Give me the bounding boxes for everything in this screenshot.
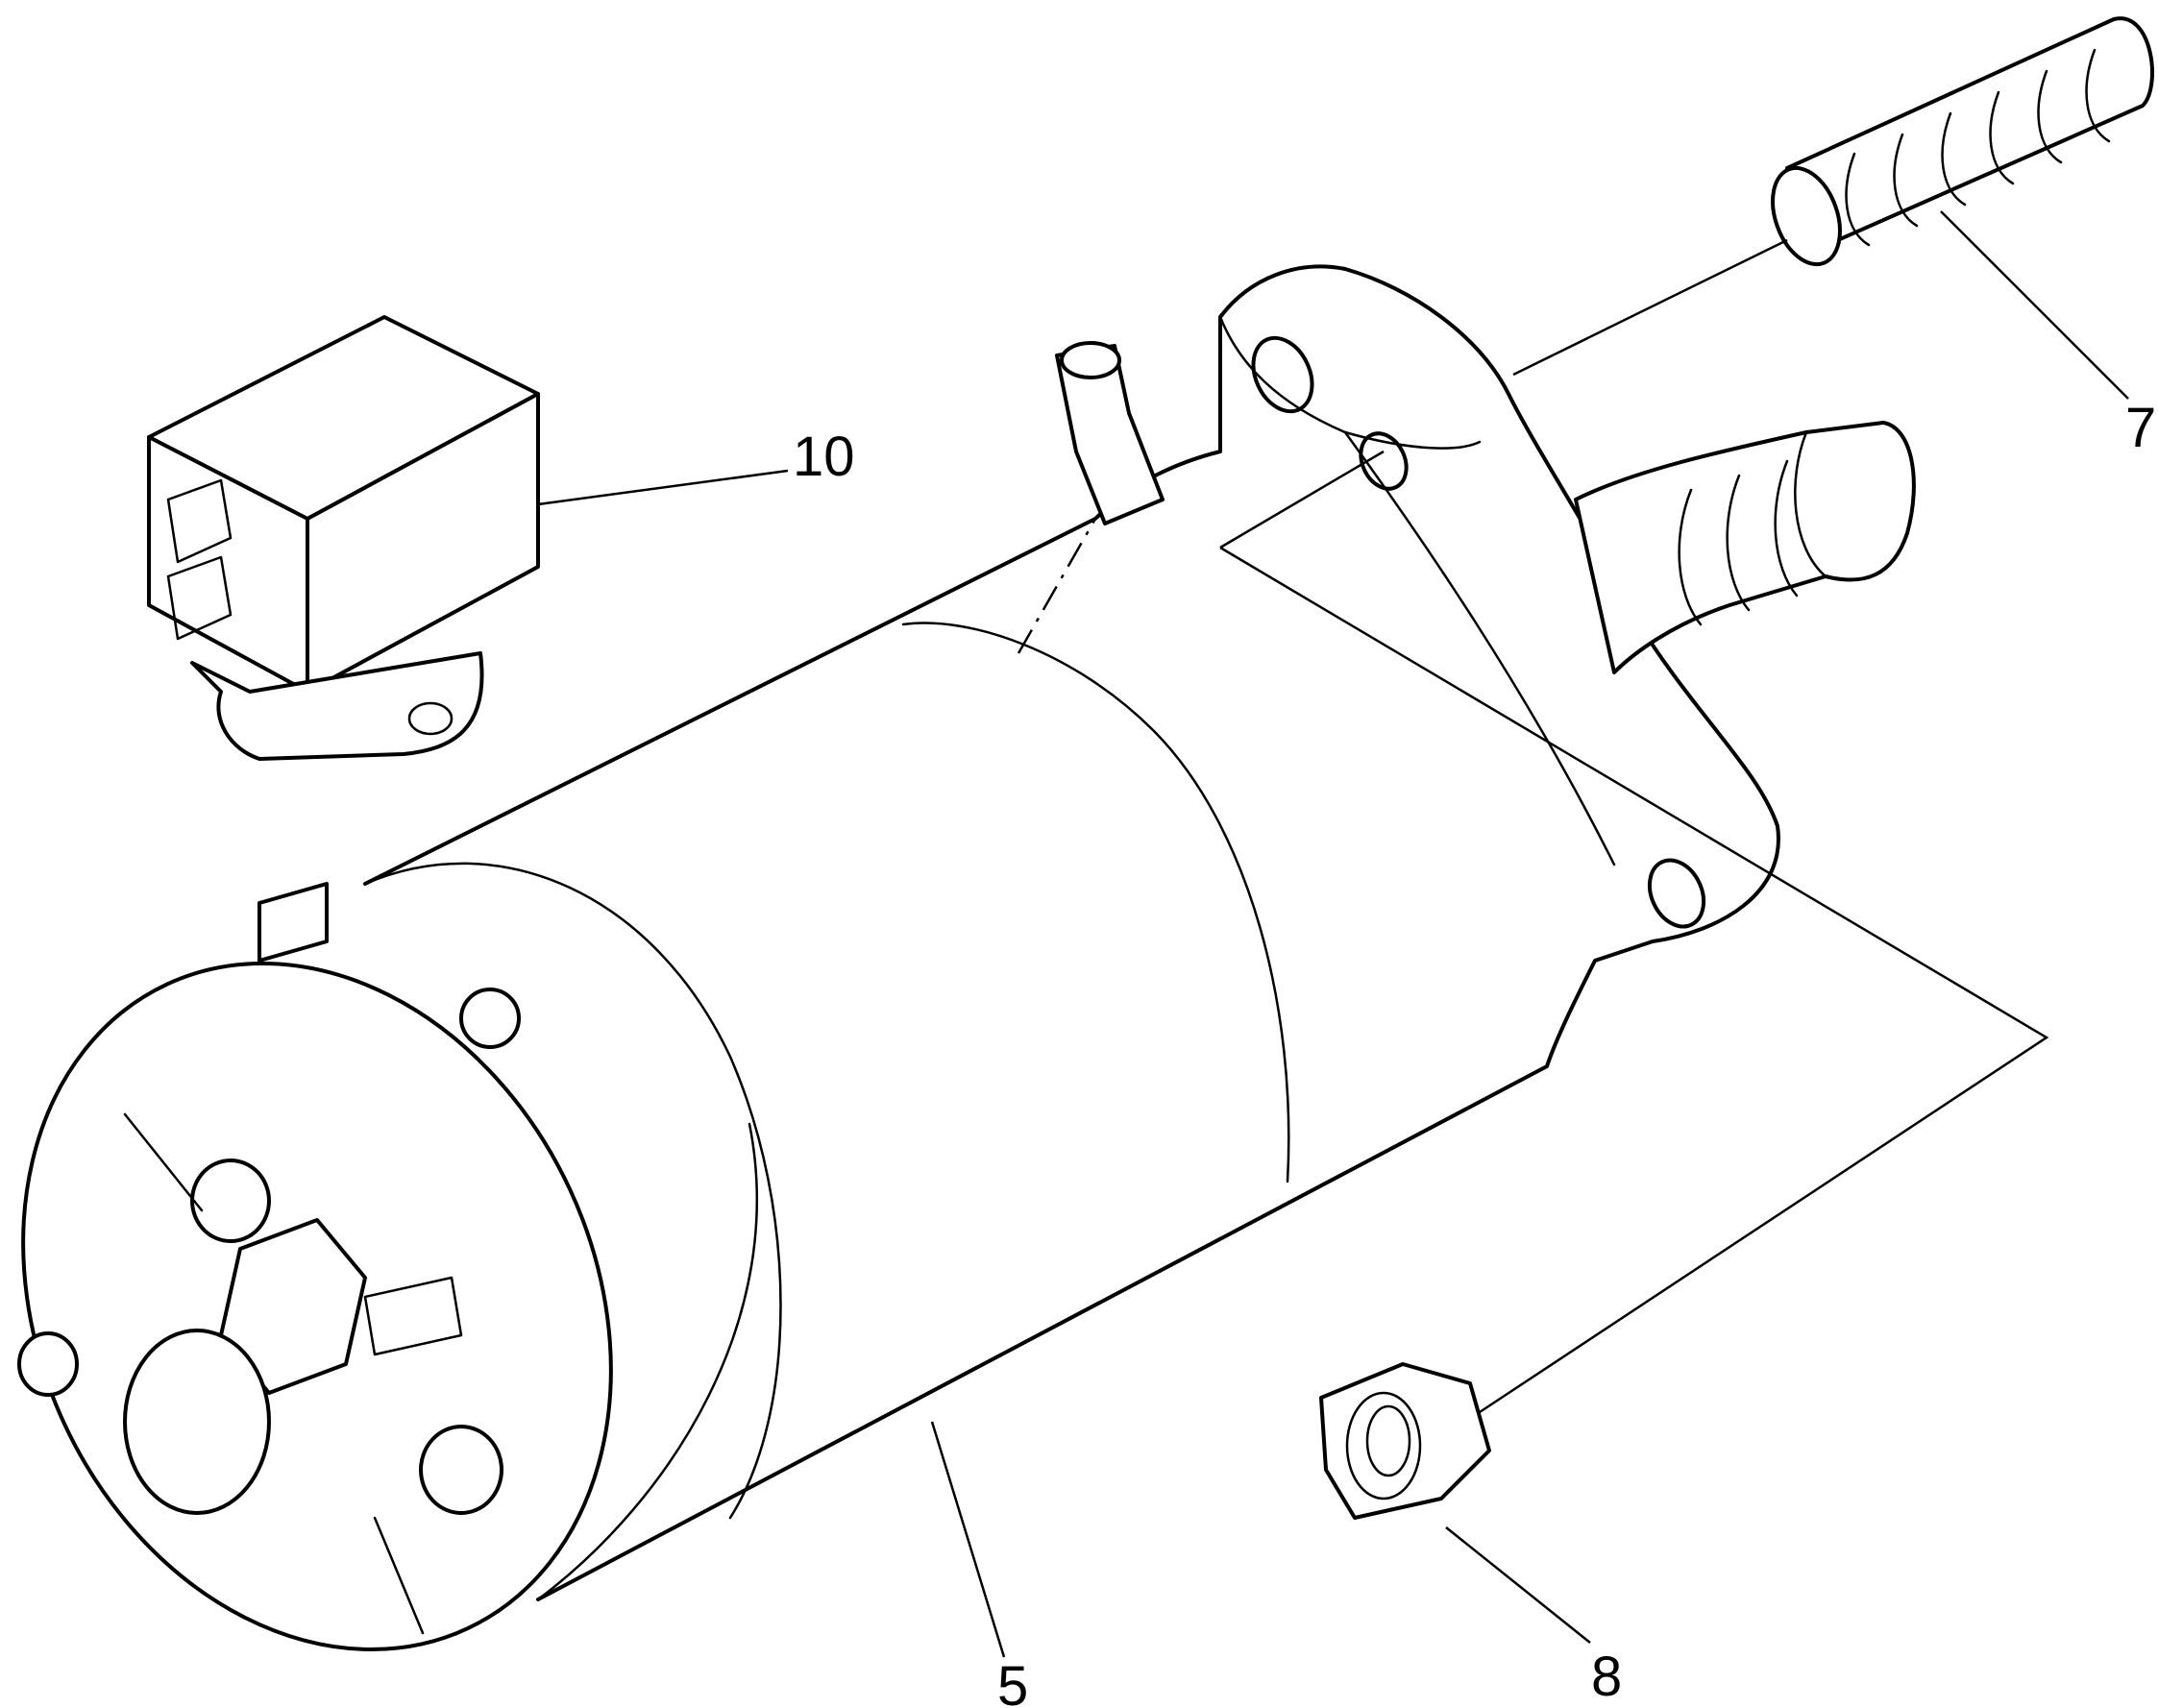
starter-motor bbox=[17, 264, 1916, 1652]
callout-starter-motor: 5 bbox=[997, 1655, 1028, 1708]
callout-stud: 7 bbox=[2125, 397, 2156, 459]
stud bbox=[1771, 16, 2154, 267]
nut bbox=[1319, 1362, 1491, 1520]
callout-leaders bbox=[537, 210, 2129, 1658]
callout-relay: 10 bbox=[793, 426, 855, 488]
callout-nut: 8 bbox=[1591, 1646, 1622, 1708]
assembly-lines bbox=[1219, 238, 2049, 1414]
relay bbox=[147, 315, 540, 761]
